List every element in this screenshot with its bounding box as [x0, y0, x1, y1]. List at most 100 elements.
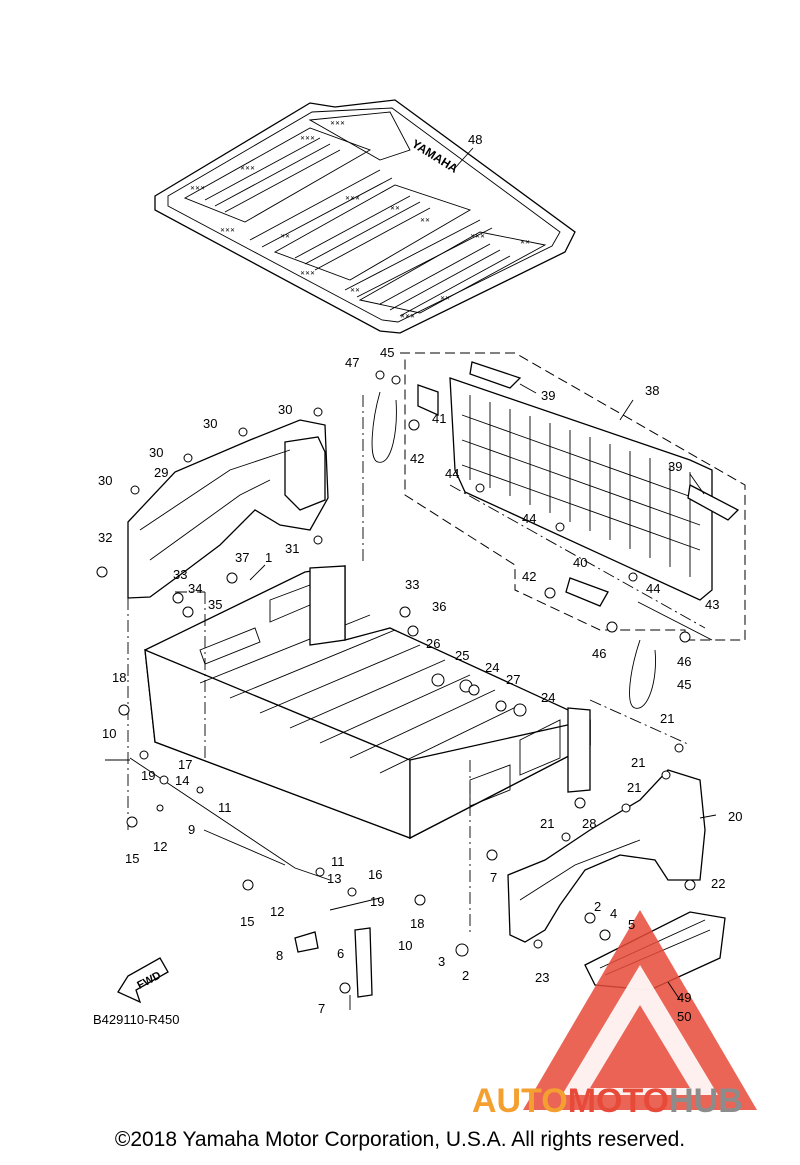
callout-12a: 12 [153, 839, 167, 854]
svg-text:✕✕✕: ✕✕✕ [190, 186, 205, 192]
callout-50: 50 [677, 1009, 691, 1024]
fender-right [507, 769, 706, 943]
callout-15a: 15 [125, 851, 139, 866]
callout-40: 40 [573, 555, 587, 570]
svg-text:✕✕: ✕✕ [390, 206, 400, 212]
callout-4: 4 [610, 906, 617, 921]
callout-21c: 21 [627, 780, 641, 795]
svg-text:✕✕: ✕✕ [520, 240, 530, 246]
callout-46a: 46 [592, 646, 606, 661]
svg-text:✕✕✕: ✕✕✕ [300, 271, 315, 277]
callout-32: 32 [98, 530, 112, 545]
svg-text:✕✕✕: ✕✕✕ [345, 196, 360, 202]
bed-mat: ✕✕✕✕✕✕✕✕ ✕✕✕✕✕✕✕✕✕ ✕✕✕✕✕✕✕ ✕✕✕✕✕✕✕✕ ✕✕✕✕… [154, 99, 576, 334]
callout-25: 25 [455, 648, 469, 663]
callout-34: 34 [188, 581, 202, 596]
callout-42: 42 [410, 451, 424, 466]
callout-8: 8 [276, 948, 283, 963]
callout-7a: 7 [490, 870, 497, 885]
callout-33b: 33 [405, 577, 419, 592]
callout-37: 37 [235, 550, 249, 565]
callout-2b: 2 [462, 968, 469, 983]
callout-18b: 18 [410, 916, 424, 931]
callout-30b: 30 [203, 416, 217, 431]
watermark-hub: HUB [669, 1082, 743, 1120]
callout-27: 27 [506, 672, 520, 687]
tag [294, 931, 319, 953]
callout-13: 13 [327, 871, 341, 886]
callout-22: 22 [711, 876, 725, 891]
callout-11a: 11 [218, 800, 232, 815]
callout-44: 44 [445, 466, 459, 481]
callout-47: 47 [345, 355, 359, 370]
callout-26: 26 [426, 636, 440, 651]
watermark-moto: MOTO [568, 1082, 669, 1120]
svg-text:✕✕: ✕✕ [350, 288, 360, 294]
leader-lines [203, 147, 717, 1001]
callout-36: 36 [432, 599, 446, 614]
callout-5: 5 [628, 917, 635, 932]
svg-text:✕✕✕: ✕✕✕ [470, 234, 485, 240]
callout-35: 35 [208, 597, 222, 612]
fwd-arrow-icon: FWD [117, 957, 169, 1004]
callout-38: 38 [645, 383, 659, 398]
callout-14: 14 [175, 773, 189, 788]
callout-23: 23 [535, 970, 549, 985]
callout-44b: 44 [522, 511, 536, 526]
callout-12b: 12 [270, 904, 284, 919]
side-panel-left [127, 419, 329, 830]
callout-17: 17 [178, 757, 192, 772]
callout-19b: 19 [370, 894, 384, 909]
callout-10a: 10 [102, 726, 116, 741]
callout-21b: 21 [631, 755, 645, 770]
callout-21d: 21 [540, 816, 554, 831]
main-bed [144, 565, 691, 935]
callout-45b: 45 [677, 677, 691, 692]
svg-text:✕✕✕: ✕✕✕ [240, 166, 255, 172]
svg-text:AUTOMOTOHUB: AUTOMOTOHUB [472, 1082, 743, 1120]
callout-39b: 39 [668, 459, 682, 474]
callout-33a: 33 [173, 567, 187, 582]
callout-1: 1 [265, 550, 272, 565]
callout-30c: 30 [149, 445, 163, 460]
callout-20: 20 [728, 809, 742, 824]
callout-11b: 11 [331, 854, 345, 869]
copyright-notice: ©2018 Yamaha Motor Corporation, U.S.A. A… [114, 1128, 686, 1151]
callout-2a: 2 [594, 899, 601, 914]
callout-39: 39 [541, 388, 555, 403]
svg-text:✕✕: ✕✕ [420, 218, 430, 224]
callout-24b: 24 [541, 690, 555, 705]
svg-text:✕✕✕: ✕✕✕ [400, 314, 415, 320]
callout-31: 31 [285, 541, 299, 556]
callout-45: 45 [380, 345, 394, 360]
callout-9: 9 [188, 822, 195, 837]
callout-29: 29 [154, 465, 168, 480]
callout-30a: 30 [278, 402, 292, 417]
callout-48: 48 [468, 132, 482, 147]
callout-15b: 15 [240, 914, 254, 929]
callout-6: 6 [337, 946, 344, 961]
callout-21a: 21 [660, 711, 674, 726]
gas-strut [349, 927, 373, 1010]
svg-text:✕✕✕: ✕✕✕ [300, 136, 315, 142]
svg-text:✕✕✕: ✕✕✕ [220, 228, 235, 234]
callout-49: 49 [677, 990, 691, 1005]
callout-28: 28 [582, 816, 596, 831]
callout-44c: 44 [646, 581, 660, 596]
callout-3: 3 [438, 954, 445, 969]
callout-24a: 24 [485, 660, 499, 675]
svg-text:✕✕: ✕✕ [440, 296, 450, 302]
callout-42b: 42 [522, 569, 536, 584]
callout-10b: 10 [398, 938, 412, 953]
svg-text:✕✕: ✕✕ [280, 234, 290, 240]
callout-30d: 30 [98, 473, 112, 488]
callout-41: 41 [432, 411, 446, 426]
callout-46b: 46 [677, 654, 691, 669]
tailgate [362, 352, 746, 709]
callout-19a: 19 [141, 768, 155, 783]
callout-43: 43 [705, 597, 719, 612]
watermark-auto: AUTO [472, 1082, 568, 1120]
callout-18a: 18 [112, 670, 126, 685]
diagram-code: B429110-R450 [93, 1012, 180, 1027]
